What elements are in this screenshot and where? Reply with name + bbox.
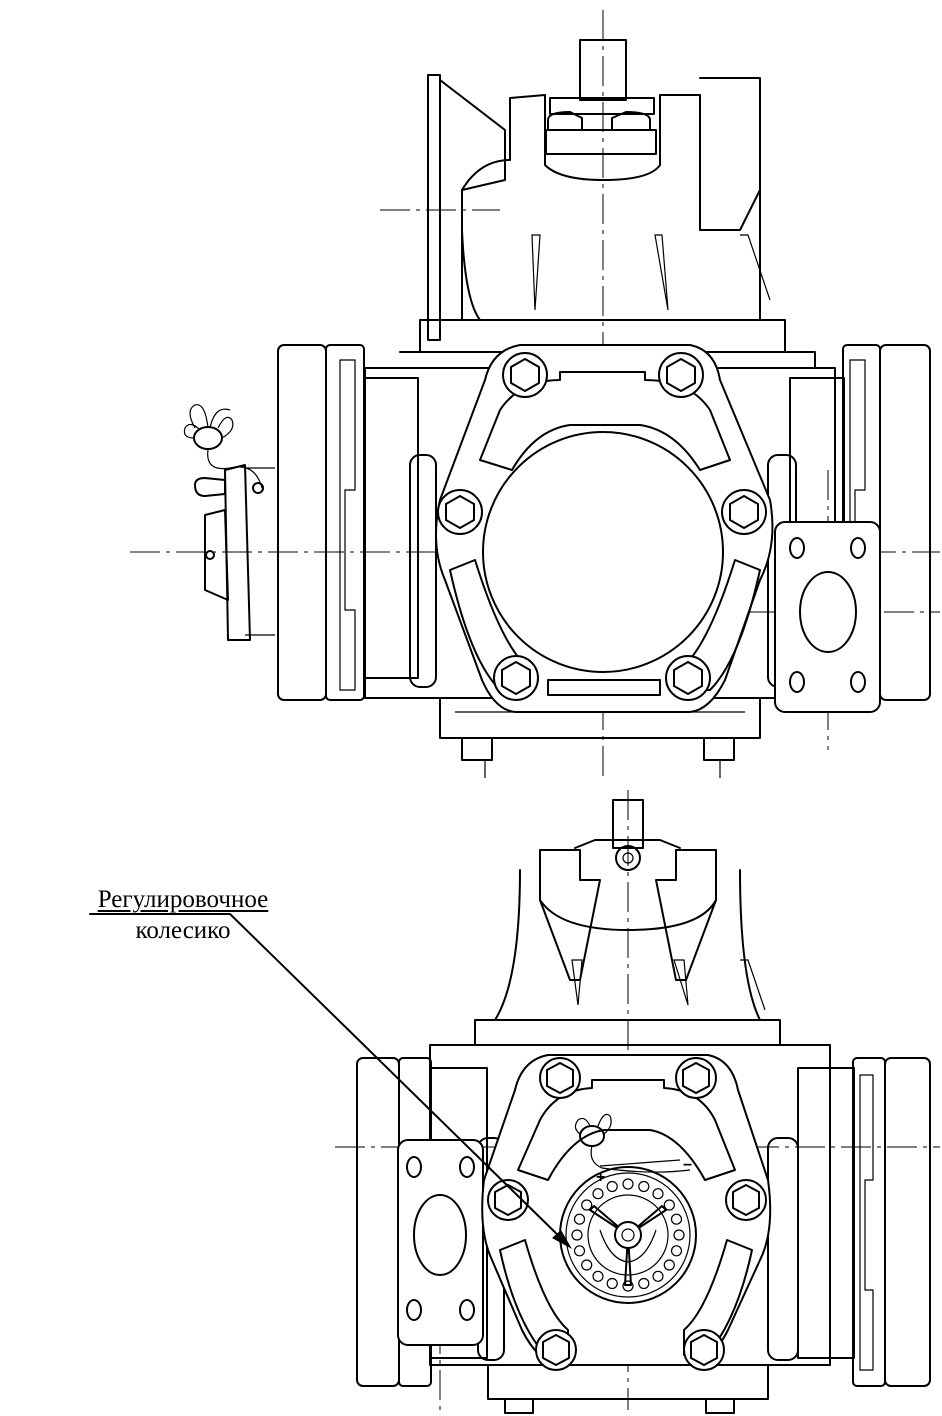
wheel-hole [606,1277,618,1290]
right-mount-plate [774,521,881,713]
wheel-hole [652,1188,664,1200]
callout-leader [89,913,572,1249]
callout-line-2: колесико [135,917,231,944]
upper-housing [399,74,816,369]
bottom-seal: + − [574,1113,692,1186]
wheel-hole-ring [571,1178,685,1292]
wheel-hole [622,1178,634,1190]
wheel-hole [573,1245,586,1257]
wheel-hole [638,1180,650,1193]
left-flange [277,344,437,701]
wheel-hole [670,1213,683,1225]
wheel-hole [581,1259,593,1271]
bottom-right-flange [767,1057,931,1387]
wheel-hub [614,1221,642,1249]
dial-minus-mark: − [683,1157,692,1174]
wheel-hole [622,1280,634,1292]
leader-arrowhead [552,1230,572,1249]
top-cover-plate [435,344,774,713]
adjustment-wheel[interactable] [559,1166,697,1304]
bottom-view: + − [89,790,940,1414]
left-mount-plate [397,1139,484,1346]
wheel-hole [573,1213,586,1225]
left-seal-valve [183,404,275,641]
wheel-hole [663,1259,675,1271]
bottom-cover-bolts [487,1057,767,1371]
wheel-hole [592,1188,604,1200]
cover-bolts [437,352,767,701]
top-view [130,10,940,780]
wheel-hole [606,1180,618,1193]
dial-plus-mark: + [596,1169,605,1186]
wheel-hole [673,1229,685,1241]
callout-label: Регулировочное колесико [90,884,276,946]
bottom-upper-housing [474,799,781,1046]
wheel-hole [638,1277,650,1290]
wheel-hole [581,1199,593,1211]
wheel-hole [670,1245,683,1257]
wheel-hole [571,1229,583,1241]
top-shaft [545,39,657,155]
wheel-hole [592,1270,604,1282]
callout-line-1: Регулировочное [97,886,269,913]
wheel-hole [663,1199,675,1211]
wheel-hole [652,1270,664,1282]
